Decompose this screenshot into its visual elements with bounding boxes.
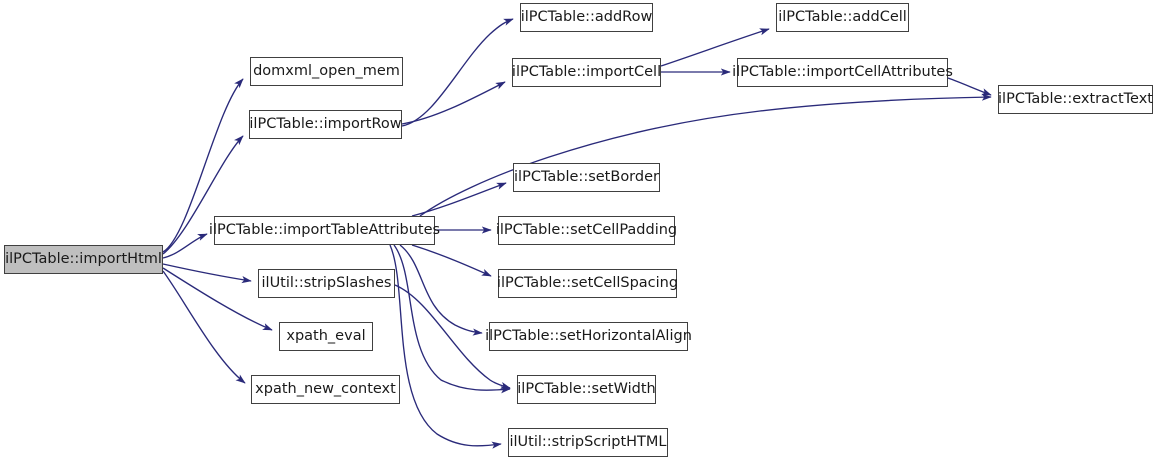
graph-node-setCellPadding[interactable]: ilPCTable::setCellPadding: [496, 216, 677, 245]
graph-node-importRow[interactable]: ilPCTable::importRow: [249, 110, 402, 139]
graph-node-xpath_eval[interactable]: xpath_eval: [279, 322, 373, 351]
graph-node-label: ilPCTable::importRow: [249, 116, 402, 133]
graph-node-xpath_new_context[interactable]: xpath_new_context: [251, 375, 400, 404]
graph-node-label: ilUtil::stripScriptHTML: [509, 434, 667, 451]
graph-node-importHtml[interactable]: ilPCTable::importHtml: [4, 245, 163, 274]
graph-node-label: ilPCTable::setCellPadding: [495, 222, 678, 239]
graph-node-addCell[interactable]: ilPCTable::addCell: [776, 3, 909, 32]
graph-node-label: ilPCTable::setWidth: [517, 381, 656, 398]
graph-node-label: ilPCTable::setCellSpacing: [496, 275, 679, 292]
graph-node-label: ilUtil::stripSlashes: [261, 275, 392, 292]
call-edge: [162, 270, 246, 384]
graph-node-importCell[interactable]: ilPCTable::importCell: [512, 58, 661, 87]
call-edge: [401, 81, 506, 125]
call-edge: [389, 244, 502, 449]
graph-node-label: ilPCTable::extractText: [998, 91, 1153, 108]
graph-node-label: ilPCTable::importCellAttributes: [732, 64, 953, 81]
graph-node-setBorder[interactable]: ilPCTable::setBorder: [513, 163, 660, 192]
call-edge: [411, 182, 507, 217]
call-edge: [411, 244, 492, 277]
graph-node-label: ilPCTable::importCell: [511, 64, 662, 81]
graph-node-label: ilPCTable::setBorder: [514, 169, 659, 186]
call-edge: [401, 18, 514, 127]
call-edge: [419, 93, 992, 217]
graph-node-setWidth[interactable]: ilPCTable::setWidth: [517, 375, 656, 404]
graph-node-label: ilPCTable::addRow: [520, 9, 653, 26]
graph-node-label: xpath_new_context: [255, 381, 396, 398]
call-edge: [393, 244, 511, 394]
graph-node-label: ilPCTable::importHtml: [5, 251, 162, 268]
graph-node-addRow[interactable]: ilPCTable::addRow: [520, 3, 653, 32]
graph-node-label: ilPCTable::setHorizontalAlign: [485, 328, 692, 345]
graph-node-setCellSpacing[interactable]: ilPCTable::setCellSpacing: [496, 269, 679, 298]
graph-node-label: ilPCTable::importTableAttributes: [208, 222, 441, 239]
graph-node-label: domxml_open_mem: [253, 63, 400, 80]
graph-node-importCellAttributes[interactable]: ilPCTable::importCellAttributes: [732, 58, 953, 87]
call-edge: [947, 77, 992, 96]
graph-node-setHorizontalAlign[interactable]: ilPCTable::setHorizontalAlign: [485, 322, 692, 351]
graph-node-extractText[interactable]: ilPCTable::extractText: [998, 85, 1153, 114]
call-edge: [162, 267, 273, 331]
graph-node-label: ilPCTable::addCell: [778, 9, 907, 26]
call-edge: [399, 244, 483, 336]
graph-node-label: xpath_eval: [286, 328, 366, 345]
call-edge: [162, 263, 252, 284]
graph-node-importTableAttributes[interactable]: ilPCTable::importTableAttributes: [209, 216, 440, 245]
graph-node-stripScriptHTML[interactable]: ilUtil::stripScriptHTML: [508, 428, 668, 457]
call-edge: [162, 233, 208, 259]
graph-node-stripSlashes[interactable]: ilUtil::stripSlashes: [258, 269, 395, 298]
graph-node-domxml_open_mem[interactable]: domxml_open_mem: [250, 57, 403, 86]
